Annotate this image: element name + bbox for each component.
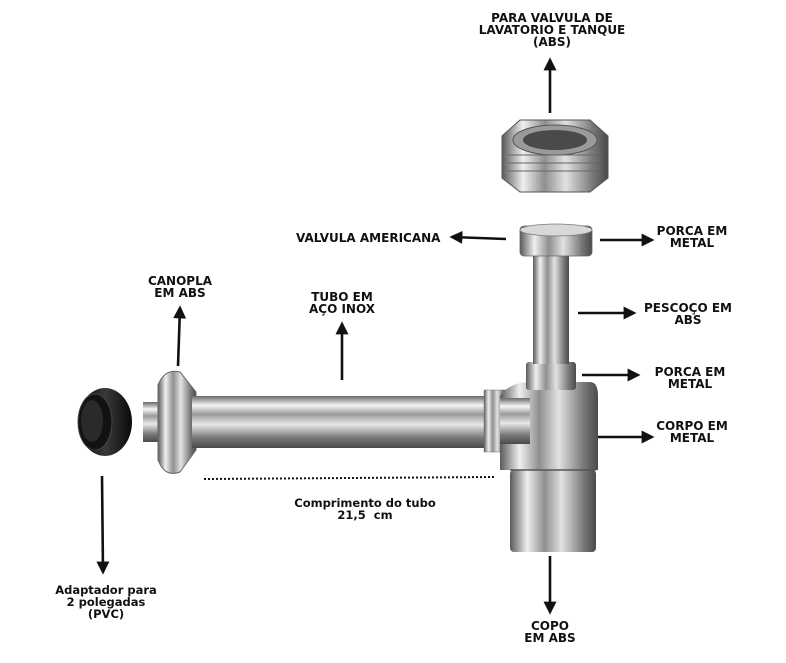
arrows (96, 57, 655, 615)
length-dotted-line (203, 476, 497, 480)
label-canopla: CANOPLA EM ABS (147, 274, 213, 300)
arrow-adaptador (96, 475, 110, 575)
adapter-part (77, 388, 132, 456)
label-porca-mid: PORCA EM METAL (654, 365, 726, 391)
label-tubo: TUBO EM AÇO INOX (308, 290, 375, 316)
label-copo: COPO EM ABS (524, 619, 576, 645)
body-part (500, 382, 598, 552)
label-top-valve: PARA VALVULA DE LAVATORIO E TANQUE (ABS) (478, 11, 626, 49)
tube-part (192, 389, 507, 453)
valve-adapter-part (501, 119, 609, 193)
label-corpo: CORPO EM METAL (656, 419, 728, 445)
label-adaptador: Adaptador para 2 polegadas (PVC) (55, 583, 157, 621)
label-porca-top: PORCA EM METAL (656, 224, 728, 250)
label-valvula-americana: VALVULA AMERICANA (296, 231, 441, 245)
arrow-canopla (173, 305, 187, 367)
neck-part (519, 223, 593, 390)
label-pescoco: PESCOÇO EM ABS (644, 301, 732, 327)
arrow-valvula-americana (449, 230, 507, 244)
canopla-part (143, 370, 197, 474)
label-comprimento: Comprimento do tubo 21,5 cm (294, 496, 436, 522)
